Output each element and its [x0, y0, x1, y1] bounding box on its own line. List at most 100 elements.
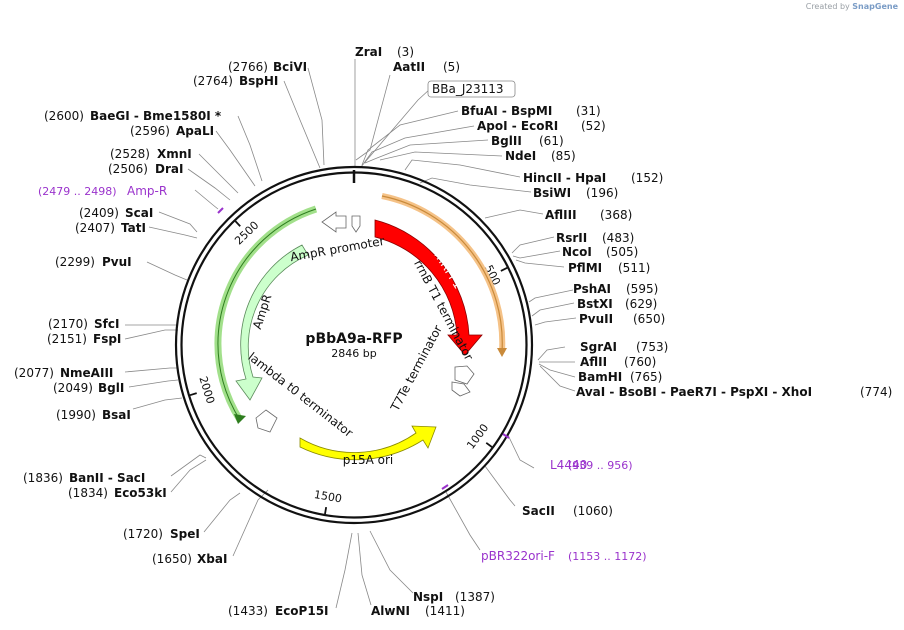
- enzyme-name: PvuII: [579, 312, 613, 326]
- ampr-promoter-arrow: [321, 211, 347, 233]
- enzyme-position: (2407): [75, 221, 115, 235]
- enzyme-label: BamHI(765): [578, 370, 662, 384]
- primer-label: (2479 .. 2498)Amp-R: [38, 184, 167, 198]
- enzyme-name: BglI: [98, 381, 124, 395]
- enzyme-name: BsiWI: [533, 186, 571, 200]
- enzyme-position: (505): [606, 245, 638, 259]
- enzyme-label: BfuAI - BspMI (31): [461, 104, 601, 118]
- enzyme-name: AflIII: [545, 208, 577, 222]
- enzyme-name: FspI: [93, 332, 121, 346]
- enzyme-name: SpeI: [170, 527, 200, 541]
- enzyme-label: EcoP15I(1433): [228, 604, 329, 618]
- enzyme-label: NdeI(85): [505, 149, 576, 163]
- primer-label: (1153 .. 1172)pBR322ori-F: [481, 549, 647, 563]
- enzyme-label: AatII(5): [393, 60, 460, 74]
- enzyme-position: (1387): [455, 590, 495, 604]
- enzyme-name: AvaI - BsoBI - PaeR7I - PspXI - XhoI: [576, 385, 812, 399]
- enzyme-name: BspHI: [239, 74, 278, 88]
- enzyme-name: AatII: [393, 60, 425, 74]
- enzyme-position: (31): [576, 104, 601, 118]
- enzyme-label: PvuII (650): [579, 312, 665, 326]
- enzyme-label: TatI(2407): [75, 221, 146, 235]
- enzyme-label: AlwNI(1411): [371, 604, 465, 618]
- enzyme-position: (760): [624, 355, 656, 369]
- enzyme-name: NdeI: [505, 149, 536, 163]
- primer-range: (1153 .. 1172): [568, 550, 647, 563]
- enzyme-label: BsiWI(196): [533, 186, 618, 200]
- enzyme-name: BstXI: [577, 297, 613, 311]
- enzyme-label: ZraI(3): [355, 45, 414, 59]
- enzyme-label: BglI(2049): [53, 381, 124, 395]
- enzyme-name: RsrII: [556, 231, 587, 245]
- enzyme-position: (2600): [44, 109, 84, 123]
- enzyme-position: (2766): [228, 60, 268, 74]
- enzyme-position: (765): [630, 370, 662, 384]
- primer-labels: (2479 .. 2498)Amp-R(939 .. 956)L4440(115…: [38, 184, 647, 563]
- enzyme-name: XbaI: [197, 552, 227, 566]
- enzyme-position: (1836): [23, 471, 63, 485]
- enzyme-label: SacII(1060): [522, 504, 613, 518]
- enzyme-name: BciVI: [273, 60, 307, 74]
- enzyme-position: (1433): [228, 604, 268, 618]
- enzyme-position: (1720): [123, 527, 163, 541]
- ring-tick-label: 1500: [313, 488, 343, 506]
- enzyme-name: NcoI: [562, 245, 592, 259]
- enzyme-name: ScaI: [125, 206, 153, 220]
- t7te-terminator-arrow: [451, 381, 471, 397]
- enzyme-name: DraI: [155, 162, 183, 176]
- primer-name: L4440: [550, 458, 587, 472]
- ring-tick-label: 2000: [196, 375, 217, 406]
- enzyme-position: (511): [618, 261, 650, 275]
- enzyme-position: (2528): [110, 147, 150, 161]
- enzyme-label: BciVI (2766): [228, 60, 307, 74]
- feature-label-p15a: p15A ori: [343, 453, 394, 467]
- enzyme-name: ApoI - EcoRI: [477, 119, 558, 133]
- small-feature-arrow: [351, 215, 361, 233]
- enzyme-name: PflMI: [568, 261, 602, 275]
- enzyme-name: SacII: [522, 504, 555, 518]
- plasmid-size: 2846 bp: [331, 347, 376, 360]
- plasmid-name: pBbA9a-RFP: [305, 331, 402, 347]
- enzyme-label: NcoI (505): [562, 245, 638, 259]
- svg-text:BBa_J23113: BBa_J23113: [432, 82, 504, 96]
- ampr-arc: [214, 205, 318, 424]
- enzyme-name: AflII: [580, 355, 607, 369]
- enzyme-label: SgrAI(753): [580, 340, 668, 354]
- enzyme-label: PflMI (511): [568, 261, 650, 275]
- enzyme-position: (650): [633, 312, 665, 326]
- enzyme-name: BfuAI - BspMI: [461, 104, 552, 118]
- enzyme-name: ApaLI: [176, 124, 214, 138]
- enzyme-position: (1990): [56, 408, 96, 422]
- enzyme-position: (629): [625, 297, 657, 311]
- enzyme-label: PvuI(2299): [55, 255, 132, 269]
- enzyme-position: (152): [631, 171, 663, 185]
- enzyme-name: BanII - SacI: [69, 471, 145, 485]
- rrnb-t1-terminator-arrow: [454, 365, 475, 385]
- enzyme-label: BglII(61): [491, 134, 564, 148]
- enzyme-label: SfcI(2170): [48, 317, 119, 331]
- enzyme-label: BsaI(1990): [56, 408, 131, 422]
- enzyme-name: AlwNI: [371, 604, 410, 618]
- backbone: [174, 165, 534, 525]
- p15a-ori-arrow: [299, 425, 437, 461]
- enzyme-name: SgrAI: [580, 340, 617, 354]
- enzyme-label: RsrII(483): [556, 231, 634, 245]
- enzyme-position: (368): [600, 208, 632, 222]
- enzyme-position: (2764): [193, 74, 233, 88]
- ring-tick-label: 1000: [464, 421, 491, 451]
- enzyme-name: ZraI: [355, 45, 382, 59]
- ring-tick-mark: [324, 506, 328, 515]
- enzyme-position: (1834): [68, 486, 108, 500]
- enzyme-label: PshAI(595): [573, 282, 658, 296]
- enzyme-name: Eco53kI: [114, 486, 167, 500]
- enzyme-label: XbaI(1650): [152, 552, 227, 566]
- lambda-t0-terminator-arrow: [255, 409, 278, 433]
- enzyme-name: PshAI: [573, 282, 611, 296]
- enzyme-name: HincII - HpaI: [523, 171, 606, 185]
- enzyme-label: AflIII (368): [545, 208, 632, 222]
- enzyme-label: ApoI - EcoRI(52): [477, 119, 606, 133]
- enzyme-label: Eco53kI (1834): [68, 486, 167, 500]
- mrfp1-arrow: [374, 219, 483, 356]
- leader-lines: [124, 59, 577, 609]
